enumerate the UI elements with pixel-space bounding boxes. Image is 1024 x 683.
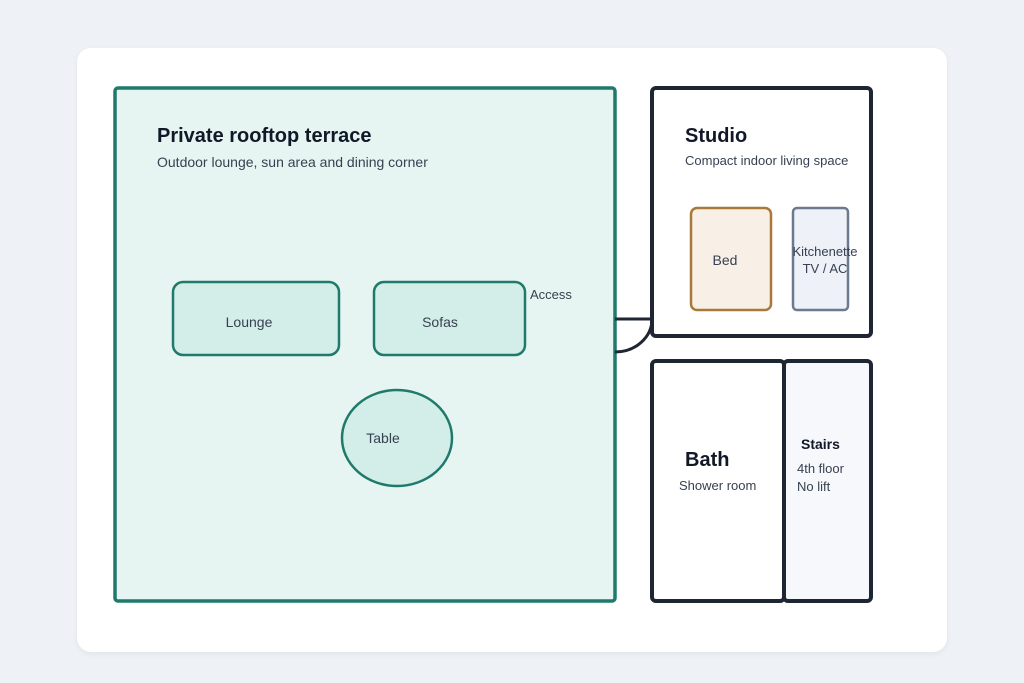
bath-title: Bath [685,449,729,471]
bath-subtitle: Shower room [679,478,756,493]
stairs-outline [782,359,873,603]
kitchenette-label-line1: Kitchenette [792,244,857,259]
lounge-label: Lounge [226,314,273,330]
studio-room: Studio Compact indoor living space Bed K… [650,86,873,338]
bed-label: Bed [713,252,738,268]
sofas-label: Sofas [422,314,458,330]
studio-subtitle: Compact indoor living space [685,153,848,168]
bed-furniture [689,206,773,312]
terrace-title: Private rooftop terrace [157,125,372,147]
terrace-area: Private rooftop terrace Outdoor lounge, … [113,86,617,603]
stairs-lift-text: No lift [797,479,831,494]
stairs-title: Stairs [801,436,840,452]
terrace-subtitle: Outdoor lounge, sun area and dining corn… [157,154,428,170]
sofas-furniture [372,280,527,357]
table-furniture [340,388,454,488]
table-label: Table [366,430,400,446]
kitchenette-furniture [791,206,850,312]
door-swing-arc [614,318,654,354]
stairs-floor-text: 4th floor [797,461,845,476]
lounge-furniture [171,280,341,357]
stairs-area: Stairs 4th floor No lift [782,359,873,603]
access-label: Access [530,287,572,302]
studio-title: Studio [685,125,747,147]
bath-room: Bath Shower room [650,359,786,603]
terrace-outline [113,86,617,603]
kitchenette-label-line2: TV / AC [803,261,848,276]
